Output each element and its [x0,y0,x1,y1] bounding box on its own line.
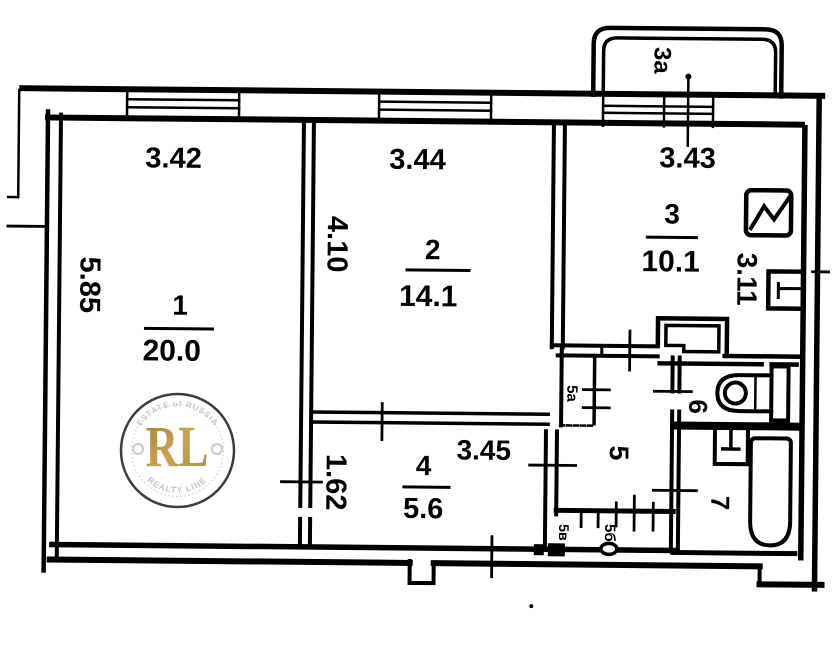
svg-text:3: 3 [664,198,680,229]
svg-text:5.6: 5.6 [403,493,444,525]
svg-text:3.45: 3.45 [456,434,511,466]
svg-text:RL: RL [146,416,209,480]
svg-text:3.11: 3.11 [731,253,763,306]
svg-text:4: 4 [416,450,432,481]
svg-text:5б: 5б [601,524,618,542]
svg-text:2: 2 [425,234,441,265]
svg-text:3.42: 3.42 [145,142,202,175]
svg-text:7: 7 [705,496,735,511]
svg-text:1.62: 1.62 [319,454,352,511]
svg-text:14.1: 14.1 [399,280,458,314]
svg-text:5а: 5а [563,385,580,403]
svg-text:5: 5 [604,445,634,460]
svg-text:5.85: 5.85 [73,256,106,313]
svg-text:3а: 3а [648,47,675,75]
svg-text:1: 1 [172,290,188,321]
svg-text:3.43: 3.43 [659,142,716,175]
svg-text:5в: 5в [556,524,572,541]
svg-text:3.44: 3.44 [389,144,446,177]
svg-text:20.0: 20.0 [142,334,201,368]
svg-text:6: 6 [683,399,713,414]
svg-text:4.10: 4.10 [321,216,354,273]
svg-text:10.1: 10.1 [641,245,700,279]
